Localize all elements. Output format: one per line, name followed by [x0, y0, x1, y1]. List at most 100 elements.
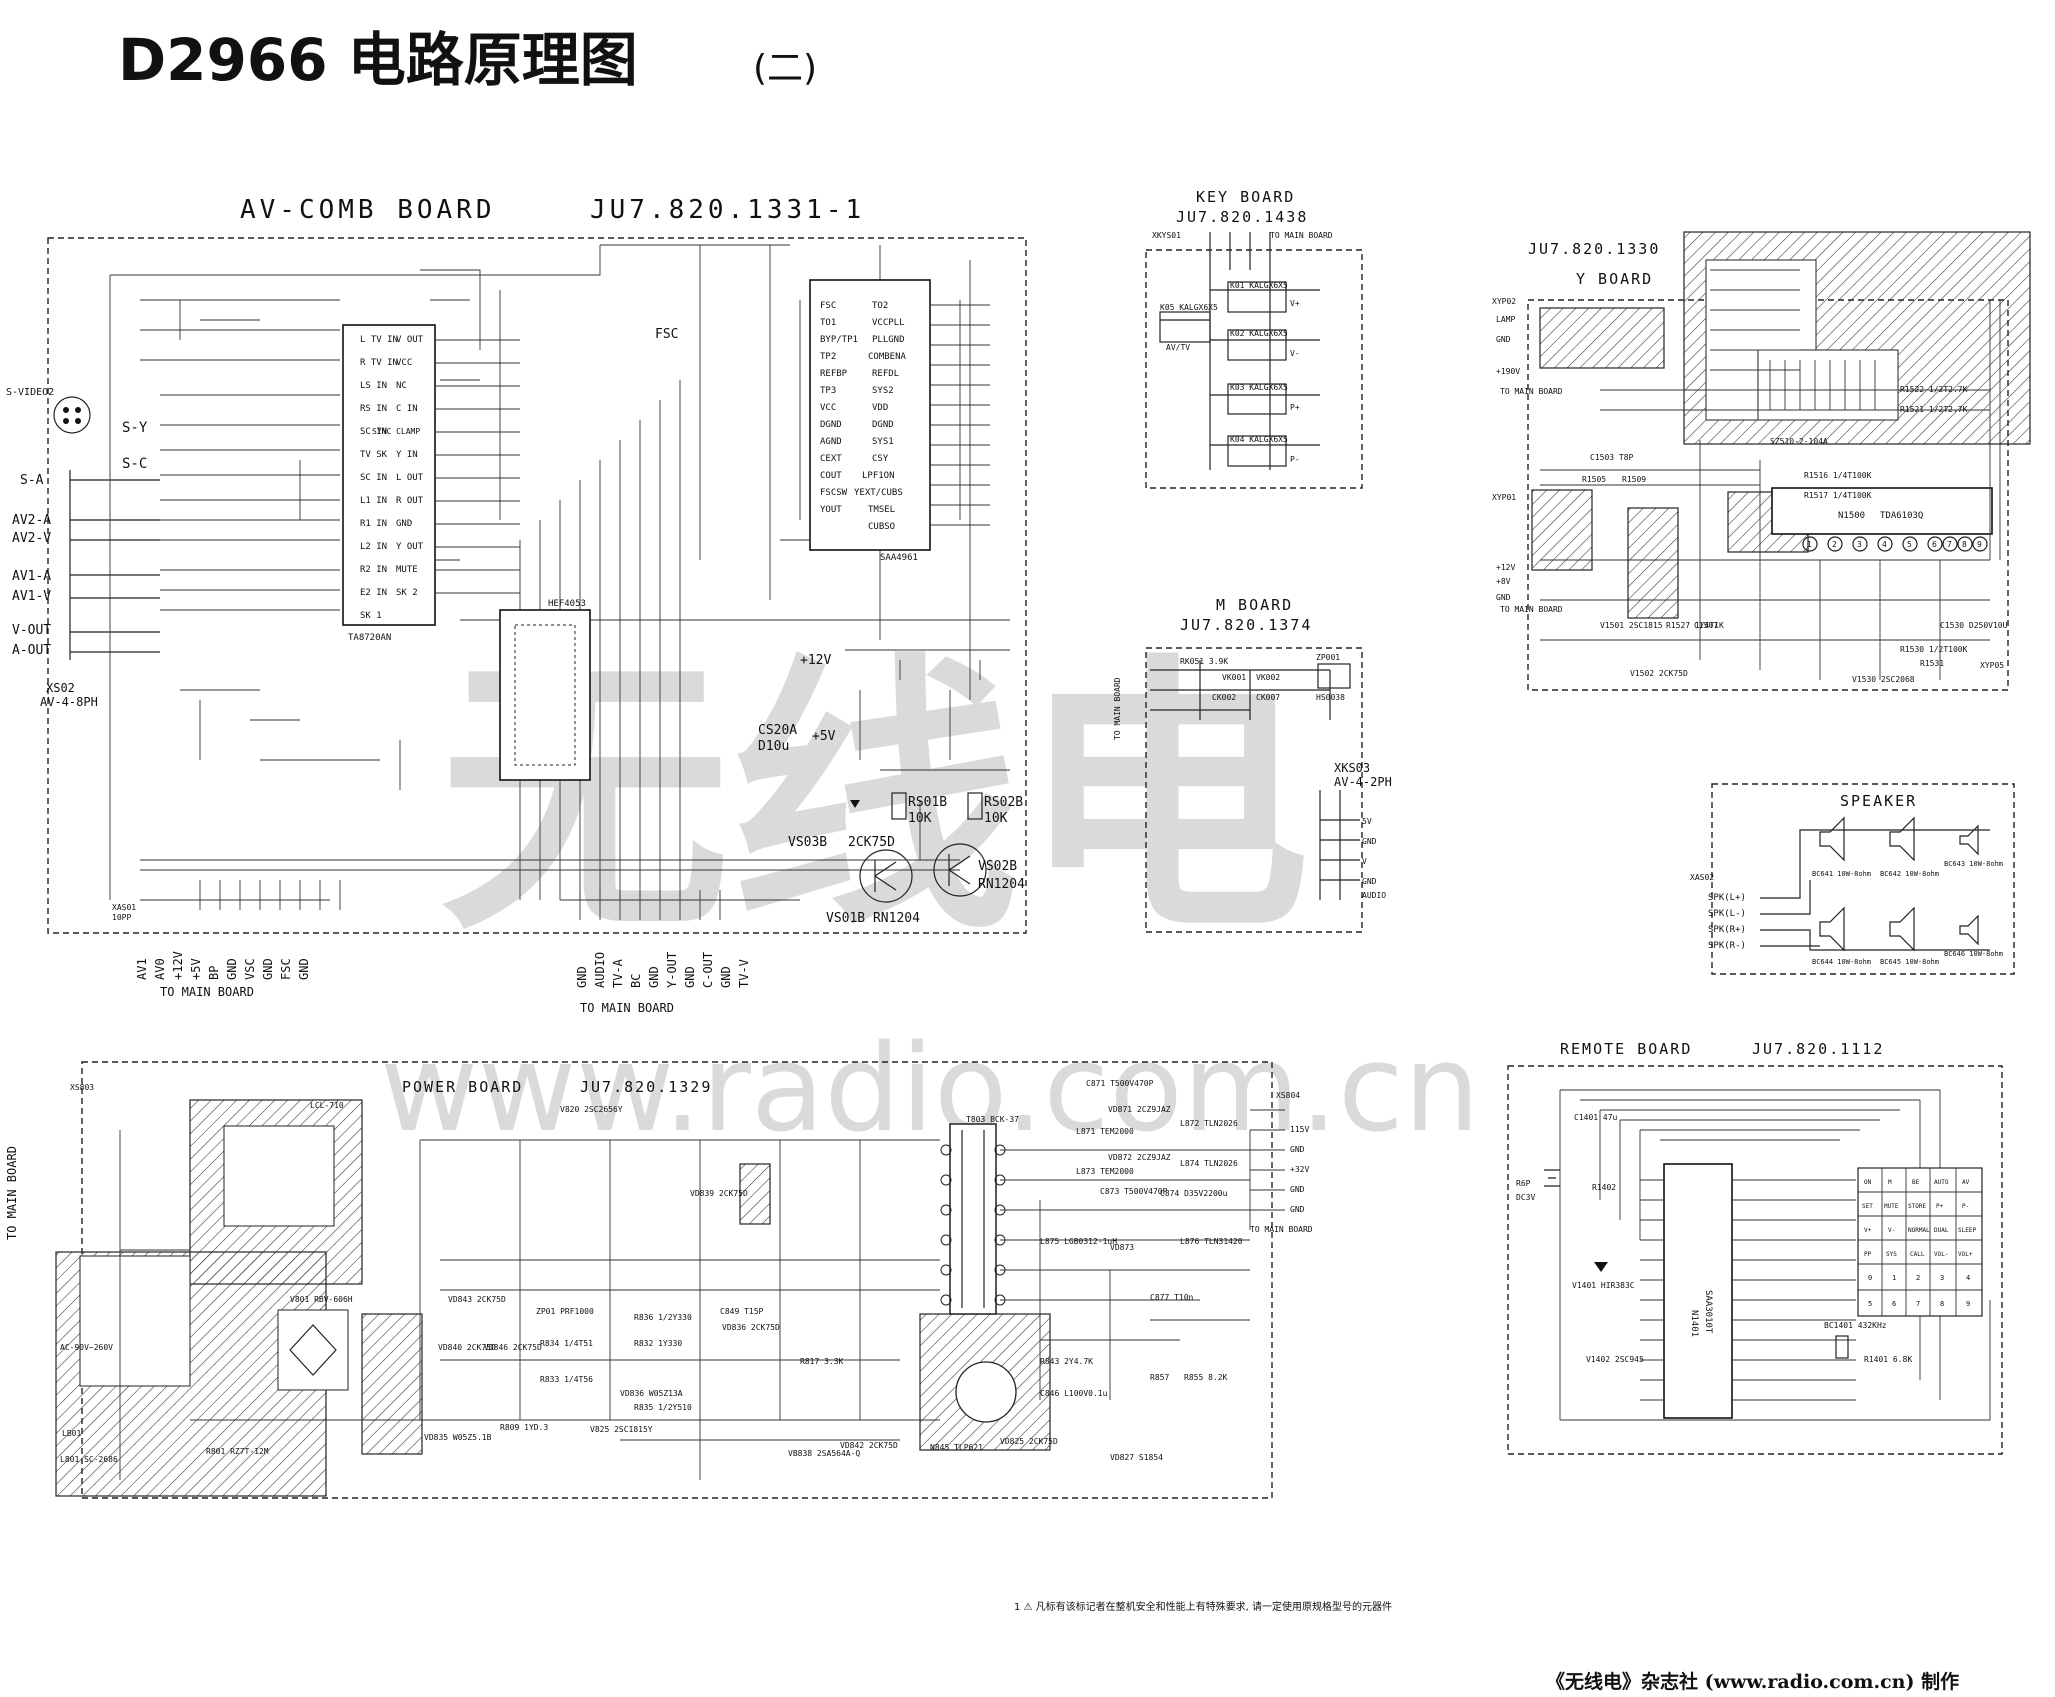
xas01-label: XAS01 [112, 903, 136, 912]
to-main-board-left: TO MAIN BOARD [160, 985, 254, 999]
power-to-main-left: TO MAIN BOARD [5, 1146, 19, 1240]
power-ac-input: AC-90V~260V [60, 1343, 113, 1352]
rs01b-value: 10K [908, 811, 932, 826]
remote-r6p: R6P [1516, 1179, 1531, 1188]
key-switch-k03: K03 KALGX6X5 [1230, 383, 1288, 392]
speaker-icon-1 [1819, 816, 1845, 862]
ic2-pin-1: FSC [820, 301, 836, 311]
power-r817: R817 3.3K [800, 1357, 844, 1366]
rs02b-resistor [967, 792, 983, 820]
remote-key-on: ON [1864, 1179, 1872, 1186]
pin-5v: +5V [189, 958, 203, 980]
remote-board-code: JU7.820.1112 [1752, 1040, 1884, 1058]
y-ic-name: TDA6103Q [1880, 511, 1923, 521]
m-part-ck007: CK007 [1256, 693, 1280, 702]
ic2-rpin-5: REFDL [872, 369, 899, 379]
remote-v1402: V1402 2SC945 [1586, 1355, 1644, 1364]
y-part-v1502: V1502 2CK75D [1630, 669, 1688, 678]
remote-key-be: BE [1912, 1179, 1920, 1186]
ic2-rpin-9: SYS1 [872, 437, 894, 447]
ir-led-icon [1594, 1262, 1608, 1272]
speaker-bc642: BC642 10W-8ohm [1880, 870, 1939, 878]
ic1-rpin-1: V OUT [396, 335, 424, 345]
pin-gnd-3: GND [297, 958, 311, 980]
ic2-rpin-13: TMSEL [868, 505, 895, 515]
remote-v1401: V1401 HIR383C [1572, 1281, 1635, 1290]
remote-bc1401: BC1401 432KHz [1824, 1321, 1887, 1330]
remote-key-7: 7 [1916, 1300, 1920, 1308]
ic2-pin-10: CEXT [820, 454, 842, 464]
power-vd872: VD872 2CZ9JAZ [1108, 1153, 1171, 1162]
ic2-pin-4: TP2 [820, 352, 836, 362]
cs20a-value: D10u [758, 739, 789, 754]
m-board: M BOARD JU7.820.1374 TO MAIN BOARD RK051… [1113, 596, 1392, 933]
rpin-audio: AUDIO [593, 952, 607, 988]
transformer-t803 [949, 1123, 997, 1315]
y-part-r1531: R1531 [1920, 659, 1944, 668]
power-c873: C873 T500V470P [1100, 1187, 1168, 1196]
ic1-rpin-11: MUTE [396, 565, 418, 575]
remote-key-mute: MUTE [1884, 1203, 1899, 1210]
y-pin-190v: +190V [1496, 367, 1520, 376]
ic1-rpin-5: SYNC CLAMP [372, 427, 420, 436]
remote-r1402: R1402 [1592, 1183, 1616, 1192]
remote-key-volplus: VOL+ [1958, 1251, 1973, 1258]
ic2-rpin-8: DGND [872, 420, 894, 430]
vs02b-transistor-icon [933, 843, 987, 897]
ic1-rpin-9: GND [396, 519, 412, 529]
ic2-pin-12: FSCSW [820, 488, 848, 498]
y-ic-pin-5: 5 [1907, 540, 1912, 549]
bridge-rectifier-icon [277, 1309, 349, 1391]
y-part-r1522: R1522 1/2T2.7K [1900, 385, 1968, 394]
ic2-pin-6: TP3 [820, 386, 836, 396]
ic2-rpin-1: TO2 [872, 301, 888, 311]
av-comb-board-outline [47, 237, 1027, 934]
vs02b-label: VS02B [978, 859, 1017, 874]
y-ic-pin-8: 8 [1962, 540, 1967, 549]
remote-key-sleep: SLEEP [1958, 1227, 1976, 1234]
rpin-gnd-1: GND [575, 966, 589, 988]
power-l875: L875 LGB0312-1uH [1040, 1237, 1117, 1246]
ic1-rpin-7: L OUT [396, 473, 424, 483]
ic1-pin-11: R2 IN [360, 565, 387, 575]
speaker-title: SPEAKER [1840, 792, 1917, 810]
power-c849: C849 T15P [720, 1307, 764, 1316]
power-r801: R801 RZ7T-12M [206, 1447, 269, 1456]
y-part-r1530: R1530 1/2T100K [1900, 645, 1968, 654]
key-label-vminus: V- [1290, 349, 1300, 358]
jack-av1-v: AV1-V [12, 589, 51, 604]
y-part-xyp05: XYP05 [1980, 661, 2004, 670]
y-part-r1509: R1509 [1622, 475, 1646, 484]
ic2-rpin-12: YEXT/CUBS [854, 488, 903, 498]
rs02b-label: RS02B [984, 795, 1023, 810]
remote-key-2: 2 [1916, 1274, 1920, 1282]
remote-key-vplus: V+ [1864, 1227, 1872, 1234]
remote-key-dual: DUAL [1934, 1227, 1949, 1234]
pin-12v: +12V [171, 951, 185, 980]
power-c871: C871 T500V470P [1086, 1079, 1154, 1088]
y-socket-label: SZ510-2-104A [1770, 437, 1828, 446]
power-vd836b: VD836 W05Z13A [620, 1389, 683, 1398]
speaker-bc646: BC646 10W-8ohm [1944, 950, 2003, 958]
y-part-c1530: C1530 D250V10U [1940, 621, 2008, 630]
power-r857: R857 [1150, 1373, 1169, 1382]
ic1-pin-10: L2 IN [360, 542, 387, 552]
ic-hef4053: HEF4053 [499, 599, 591, 781]
ic-tda6103q [1771, 487, 1993, 535]
ic2-pin-11: COUT [820, 471, 842, 481]
power-out-gnd-2: GND [1290, 1185, 1305, 1194]
m-xks03-type: AV-4-2PH [1334, 775, 1392, 789]
ic1-pin-8: L1 IN [360, 496, 387, 506]
ic1-pin-4: RS IN [360, 404, 387, 414]
y-part-c1507: C1507 [1694, 621, 1718, 630]
ic-saa3010t [1663, 1163, 1733, 1419]
y-board: JU7.820.1330 Y BOARD SZ510-2-104A N1500 … [1492, 231, 2031, 691]
power-vd836: VD836 2CK75D [722, 1323, 780, 1332]
y-ic-pin-7: 7 [1947, 540, 1952, 549]
power-out-32v: +32V [1290, 1165, 1309, 1174]
remote-r1401: R1401 6.8K [1864, 1355, 1912, 1364]
y-to-main-1: TO MAIN BOARD [1500, 387, 1563, 396]
remote-key-normal: NORMAL [1908, 1227, 1930, 1234]
remote-ic-name: SAA3010T [1703, 1290, 1713, 1334]
y-part-v1530: V1530 2SC2068 [1852, 675, 1915, 684]
